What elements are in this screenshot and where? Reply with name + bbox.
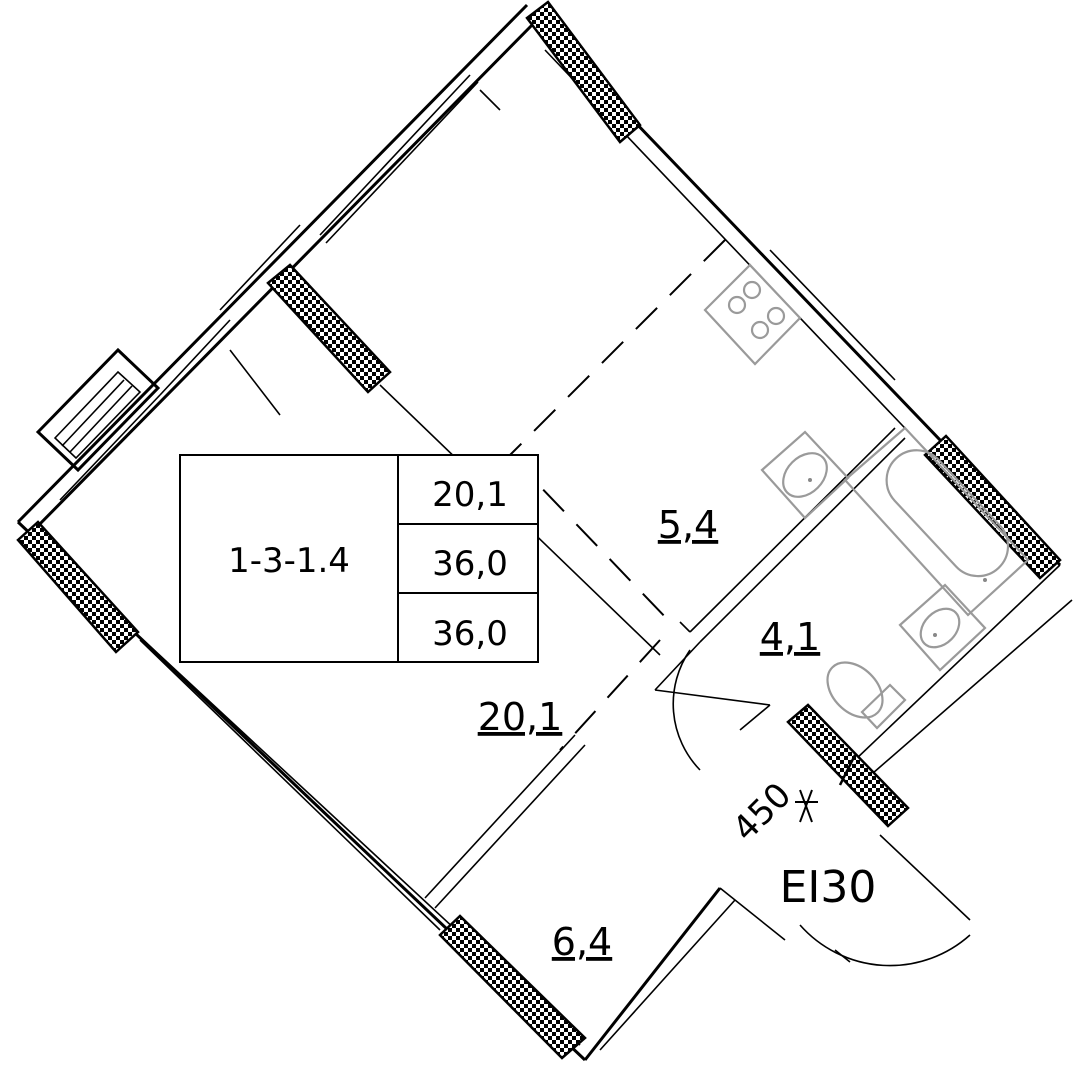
- dimension-marker: [795, 754, 857, 823]
- bathtub-icon: [843, 426, 1030, 617]
- doors: [672, 649, 971, 967]
- structural-columns: [16, 0, 1062, 1060]
- kitchen-area-label: 5,4: [658, 503, 718, 547]
- door-dimension-label: 450: [725, 775, 799, 849]
- living-area-value: 20,1: [432, 475, 508, 515]
- bathroom-area-label: 4,1: [760, 615, 820, 659]
- sink-icon: [760, 430, 850, 520]
- hallway-area-label: 6,4: [552, 920, 612, 964]
- room-area-label: 20,1: [478, 695, 563, 739]
- apartment-code: 1-3-1.4: [228, 541, 350, 581]
- total-area-with-balcony-value: 36,0: [432, 614, 508, 654]
- total-area-value: 36,0: [432, 544, 508, 584]
- stove-icon: [703, 263, 802, 366]
- washbasin-icon: [898, 583, 987, 672]
- ventilation-unit: [35, 347, 161, 473]
- fire-rating-label: EI30: [780, 862, 877, 913]
- info-table: 1-3-1.4 20,1 36,0 36,0: [179, 454, 539, 663]
- toilet-icon: [826, 661, 907, 730]
- outer-walls: [16, 3, 1073, 1062]
